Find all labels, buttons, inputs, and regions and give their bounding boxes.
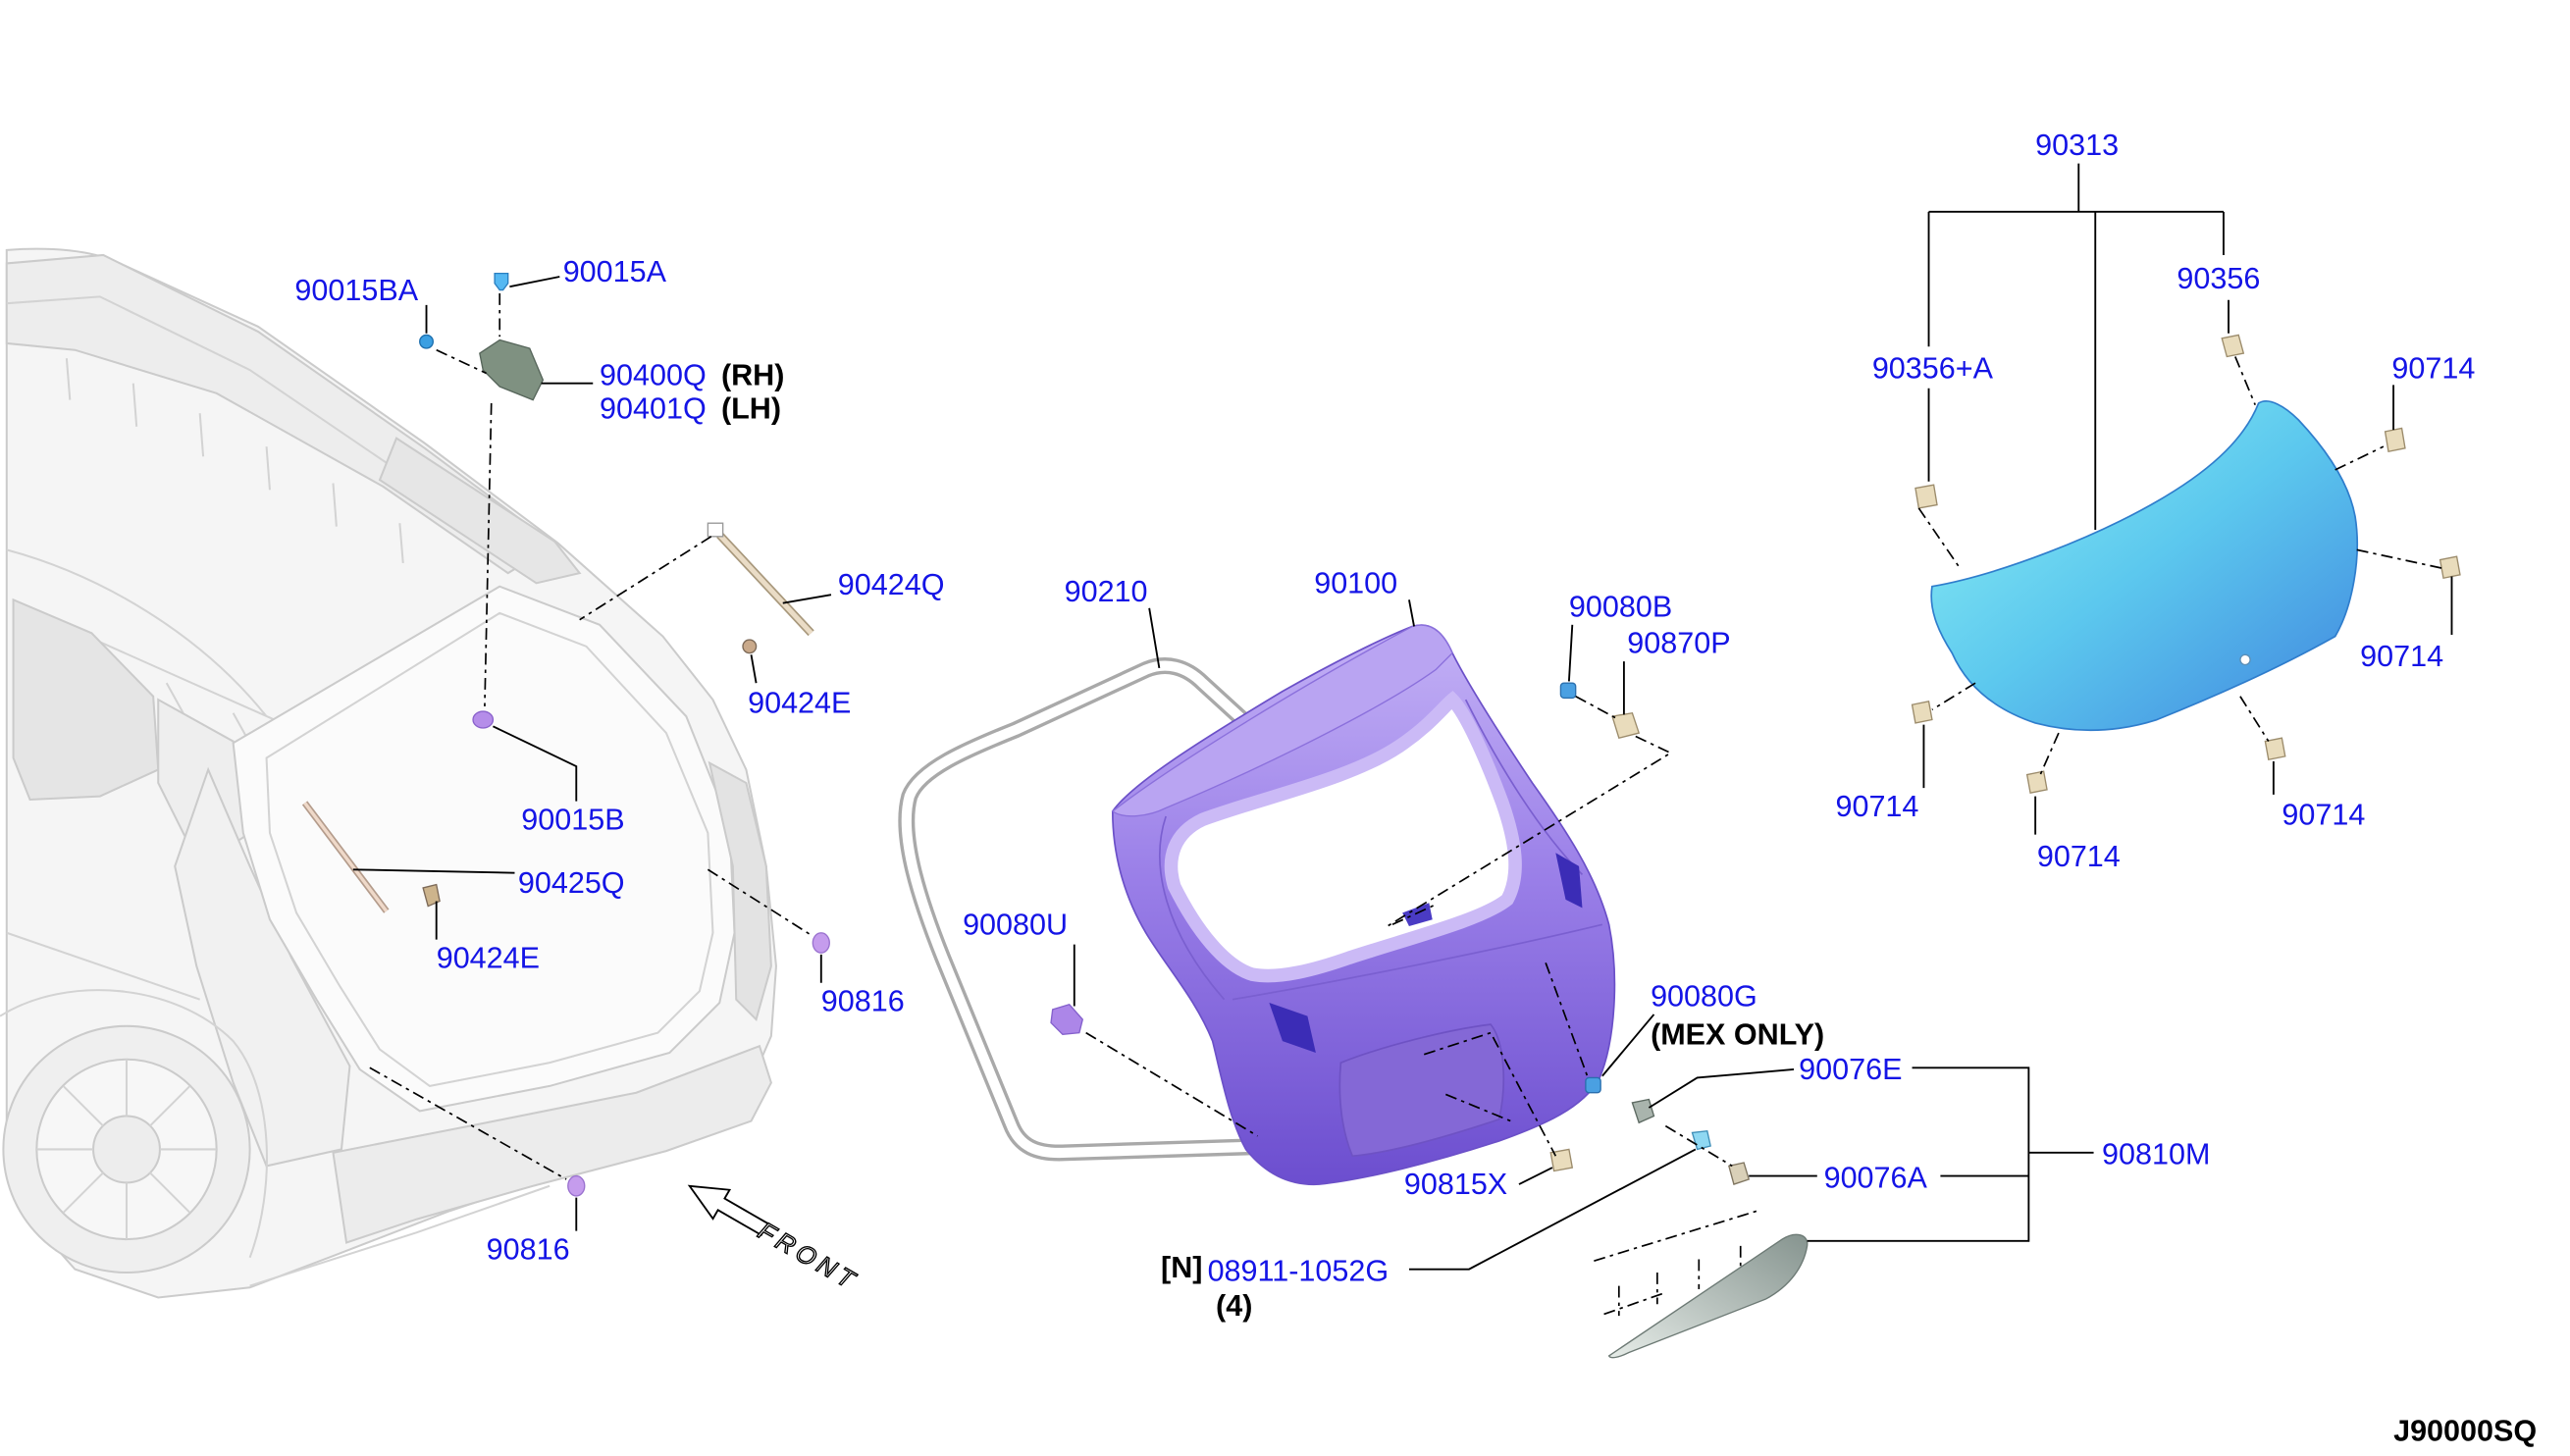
garnish-90810M	[1607, 1233, 1809, 1359]
ball-stud-90015B	[472, 710, 495, 729]
callout-90810M[interactable]: 90810M	[2102, 1138, 2210, 1171]
callout-90714-bottom-right[interactable]: 90714	[2282, 798, 2365, 831]
leader-lines	[352, 163, 2453, 1271]
piece-90424E-lower	[422, 883, 441, 908]
diagram-code: J90000SQ	[2393, 1414, 2537, 1447]
back-window-glass	[1930, 400, 2358, 731]
cargo-opening	[232, 585, 736, 1113]
callout-90015B[interactable]: 90015B	[521, 804, 624, 837]
callout-90015A[interactable]: 90015A	[563, 255, 667, 288]
glass-panel	[1930, 400, 2358, 731]
rear-bumper	[332, 1044, 772, 1244]
bumper-90870P	[1611, 711, 1641, 739]
quarter-window	[12, 598, 160, 802]
spacer-90815X	[1549, 1148, 1574, 1172]
callout-90356[interactable]: 90356	[2177, 262, 2260, 295]
rear-spoiler	[378, 437, 582, 585]
note-quantity: (4)	[1216, 1289, 1252, 1323]
note-mex-only: (MEX ONLY)	[1651, 1017, 1824, 1051]
callout-90313[interactable]: 90313	[2035, 129, 2119, 162]
callout-90080U[interactable]: 90080U	[963, 908, 1068, 941]
clip-90714-right	[2439, 555, 2461, 580]
callout-90076E[interactable]: 90076E	[1799, 1053, 1902, 1086]
front-label: FRONT	[754, 1218, 864, 1297]
callout-90425Q[interactable]: 90425Q	[518, 866, 625, 900]
glass-hole	[2239, 653, 2251, 666]
clip-90076A	[1727, 1162, 1751, 1185]
callout-90080B[interactable]: 90080B	[1569, 590, 1672, 623]
callout-90714-bottom-left[interactable]: 90714	[1835, 790, 1918, 823]
clip-90714-bottom-left	[1911, 701, 1933, 724]
bolt-08911-1052G	[1691, 1130, 1711, 1151]
callout-90400Q[interactable]: 90400Q	[600, 358, 707, 391]
callout-90210[interactable]: 90210	[1065, 575, 1148, 608]
wheel-arch	[0, 931, 551, 1287]
callout-90816-lower[interactable]: 90816	[487, 1232, 570, 1266]
strut-90425Q	[301, 801, 390, 913]
callout-90100[interactable]: 90100	[1314, 567, 1397, 600]
callout-90080G[interactable]: 90080G	[1651, 979, 1757, 1013]
door-top-beam	[1111, 624, 1453, 817]
callout-90424E-lower[interactable]: 90424E	[437, 941, 540, 974]
strut-90424Q	[707, 522, 814, 637]
tail-lamp	[708, 760, 772, 1021]
clip-90356-plus-A	[1914, 484, 1938, 509]
note-n-prefix: [N]	[1161, 1251, 1202, 1284]
clip-90714-bottom-center	[2025, 770, 2048, 794]
callout-90076A[interactable]: 90076A	[1824, 1161, 1928, 1194]
note-rh: (RH)	[721, 358, 784, 391]
strut-90425Q-sleeve	[303, 802, 389, 912]
clip-90714-top	[2384, 427, 2406, 453]
assembly-lines	[369, 292, 2442, 1317]
door-lamp-left	[1269, 1003, 1316, 1053]
callout-90714-top[interactable]: 90714	[2391, 352, 2475, 386]
bracket-90400Q	[479, 338, 545, 401]
callout-90714-bottom-center[interactable]: 90714	[2037, 840, 2121, 873]
bumper-90080G	[1585, 1076, 1601, 1094]
callout-90015BA[interactable]: 90015BA	[294, 274, 418, 307]
clip-90076E	[1631, 1098, 1655, 1124]
bumper-90080B	[1559, 682, 1577, 700]
wheel-spokes	[36, 1059, 217, 1240]
bumper-90080U	[1050, 1003, 1084, 1036]
door-ridge-lines	[1159, 699, 1603, 1001]
piece-90424E-upper	[742, 639, 758, 654]
plug-90816-upper	[812, 932, 830, 954]
callout-90816-upper[interactable]: 90816	[821, 985, 905, 1018]
front-arrow-icon	[687, 1184, 769, 1237]
clip-90714-bottom-right	[2264, 737, 2286, 761]
door-lamp-right	[1555, 853, 1583, 909]
strut-90424Q-top-fitting	[707, 522, 724, 538]
vehicle-body	[0, 247, 777, 1299]
callout-90401Q[interactable]: 90401Q	[600, 391, 707, 425]
callout-90714-right[interactable]: 90714	[2360, 640, 2443, 673]
callout-08911-1052G[interactable]: 08911-1052G	[1208, 1255, 1390, 1288]
clip-90356	[2221, 334, 2245, 358]
note-lh: (LH)	[721, 391, 781, 425]
callout-90870P[interactable]: 90870P	[1627, 627, 1730, 660]
callout-90424Q[interactable]: 90424Q	[838, 568, 945, 601]
callout-90356-plus-A[interactable]: 90356+A	[1872, 352, 1994, 386]
opening-gutter	[265, 611, 714, 1088]
back-door-panel	[1111, 624, 1616, 1186]
bolt-90015BA	[419, 334, 434, 349]
strut-90424Q-sleeve	[717, 533, 813, 635]
bolt-90015A	[494, 272, 509, 291]
callout-90424E-upper[interactable]: 90424E	[748, 687, 851, 720]
callout-90815X[interactable]: 90815X	[1404, 1168, 1507, 1201]
plug-90816-lower	[567, 1174, 586, 1197]
license-recess	[1338, 1023, 1505, 1158]
